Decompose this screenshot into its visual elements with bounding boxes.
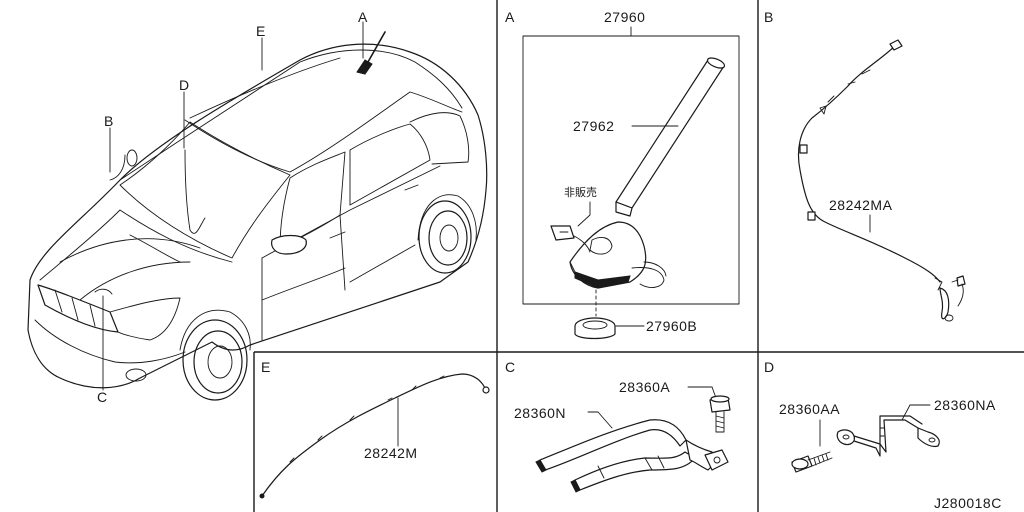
panel-dividers [253, 0, 1024, 512]
windshield [119, 121, 291, 259]
callout-d: D [179, 77, 190, 93]
antenna-rod [615, 57, 726, 217]
antenna-connector [550, 225, 591, 253]
side-window-rear [349, 123, 431, 206]
part-label-28242ma: 28242MA [829, 197, 893, 213]
side-window-front [279, 151, 346, 249]
part-label-28360na: 28360NA [934, 397, 996, 413]
rear-wheel [417, 194, 477, 274]
not-sold-note: 非販売 [564, 186, 597, 199]
panel-b: B 28242MA [764, 9, 966, 322]
part-label-28360n: 28360N [514, 405, 566, 421]
vehicle-overview: A E D B C [27, 9, 488, 405]
drawing-code: J280018C [934, 495, 1002, 511]
feeder-cable-e [261, 373, 486, 497]
panel-a: A 27960 27962 非販売 [505, 9, 740, 340]
front-grille [37, 284, 119, 333]
base-pad-27960b [574, 317, 616, 340]
roof-antenna [356, 59, 373, 75]
callout-b: B [104, 113, 114, 129]
part-label-27960: 27960 [604, 9, 645, 25]
panel-d-tag: D [764, 359, 775, 375]
callout-e: E [256, 23, 266, 39]
front-wheel [179, 309, 251, 401]
part-label-27962: 27962 [573, 118, 614, 134]
bolt-28360a [709, 395, 731, 433]
panel-b-tag: B [764, 9, 774, 25]
ground-cable-28360na [836, 415, 940, 457]
panel-d: D 28360AA 28360NA [764, 359, 996, 473]
panel-a-tag: A [505, 9, 515, 25]
part-label-28360a: 28360A [619, 379, 670, 395]
callout-a: A [358, 9, 368, 25]
bolt-28360aa [791, 451, 833, 473]
panel-e: E 28242M [259, 359, 490, 499]
part-label-28360aa: 28360AA [779, 401, 840, 417]
part-label-27960b: 27960B [646, 318, 697, 334]
car-roof [119, 49, 463, 181]
car-body-outline [27, 43, 488, 389]
battery-cable-28360n [535, 419, 729, 493]
callout-c: C [97, 389, 108, 405]
side-mirror [271, 234, 307, 255]
part-label-28242m: 28242M [364, 445, 418, 461]
panel-e-tag: E [261, 359, 271, 375]
antenna-base [569, 221, 667, 289]
panel-c: C 28360A 28360N [505, 359, 731, 493]
antenna-assembly-frame [522, 35, 740, 305]
feeder-cable-b [797, 45, 941, 283]
panel-c-tag: C [505, 359, 516, 375]
